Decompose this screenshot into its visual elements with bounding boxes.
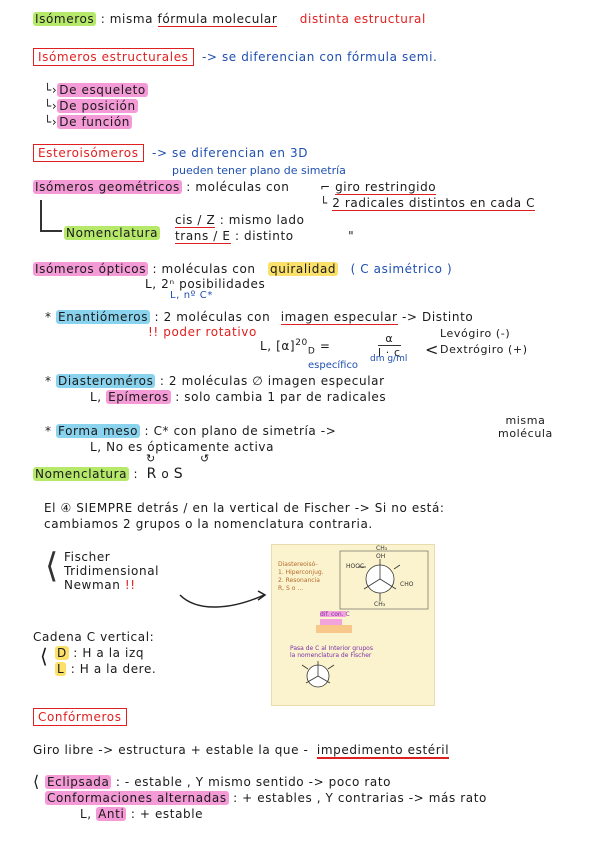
geometricos-b2: └ 2 radicales distintos en cada C [320,196,536,211]
opticos-line: Isómeros ópticos : moléculas con quirali… [33,262,453,276]
estructurales-title: Isómeros estructurales [33,48,194,66]
anti-line: L, Anti : + estable [80,807,204,821]
especifico-label: específico [308,360,359,371]
bracket-connector [40,200,62,232]
opticos-sub2: L, nº C* [170,290,213,301]
isomeros-term: Isómeros [33,12,97,26]
geometricos-term: Isómeros geométricos [33,180,182,194]
cadena-title: Cadena C vertical: [33,630,155,644]
nomenclatura2-line: Nomenclatura : R o S [33,466,184,482]
estructurales-desc: -> se diferencian con fórmula semi. [201,50,438,64]
estereo-desc: -> se diferencian en 3D [152,146,309,160]
newman-fischer-figure: CH₃ OH HOOC CHO CH₃ Diastereoisó- 1. Hip… [271,544,435,706]
projections-list: Fischer Tridimensional Newman !! [64,550,160,592]
alternadas-line: Conformaciones alternadas : + estables ,… [45,791,487,805]
meso-sub: L, No es ópticamente activa [90,440,275,454]
meso-term: Forma meso [56,424,141,438]
diastereomeros-term: Diasteroméros [56,374,156,388]
formula-fraction: α l · c [378,332,401,359]
list-item: └›De posición [44,99,138,113]
curved-arrow-icon [179,590,267,608]
poder-rotativo: !! poder rotativo [148,325,257,339]
isomeros-def2: fórmula molecular [157,12,278,27]
unit-label: dm g/ml [370,354,408,364]
conformeros-line: Giro libre -> estructura + estable la qu… [33,743,450,759]
cadena-d-line: D : H a la izq [55,646,145,660]
nomenclatura1-term: Nomenclatura [64,226,161,240]
s-arrow-icon: ↺ [200,452,210,465]
rotation-list: Levógiro (-) Dextrógiro (+) [440,327,528,356]
geometricos-def: : moléculas con [186,180,290,194]
diastereomeros-line: * Diasteroméros : 2 moléculas ∅ imagen e… [45,374,385,388]
meso-line: * Forma meso : C* con plano de simetría … [45,424,337,438]
list-item: └›De esqueleto [44,83,148,97]
impedimento-term: impedimento estéril [316,743,450,759]
conformeros-header: Confórmeros [33,708,127,726]
formula: L, [α]20D = [260,338,331,357]
conformeros-brace-icon: ⟨ [33,772,40,791]
fischer-line1: El ④ SIEMPRE detrás / en la vertical de … [44,501,445,515]
less-than-sign: < [425,340,440,359]
r-arrow-icon: ↻ [146,452,156,465]
epimeros-term: Epímeros [106,390,171,404]
cis-line: cis / Z : mismo lado [175,213,305,228]
epimeros-line: L, Epímeros : solo cambia 1 par de radic… [90,390,387,404]
isomeros-def3: distinta estructural [299,12,426,26]
fischer-line2: cambiamos 2 grupos o la nomenclatura con… [44,517,373,531]
opticos-term: Isómeros ópticos [33,262,149,276]
trans-line: trans / E : distinto " [175,229,355,244]
geometricos-note: pueden tener plano de simetría [172,164,346,177]
eclipsada-line: Eclipsada : - estable , Y mismo sentido … [45,775,392,789]
estructurales-list: └›De esqueleto └›De posición └›De funció… [44,82,148,130]
enantiomeros-term: Enantiómeros [56,310,151,324]
geometricos-line: Isómeros geométricos : moléculas con [33,180,289,194]
isomeros-def1: : misma [100,12,154,26]
cadena-brace-icon: ⟨ [40,644,49,668]
figure-drawing [301,550,429,688]
list-item: └›De función [44,115,132,129]
estructurales-header: Isómeros estructurales -> se diferencian… [33,48,438,66]
cadena-l-line: L : H a la dere. [55,662,157,676]
conformeros-title: Confórmeros [33,708,127,726]
isomeros-line: Isómeros : misma fórmula molecular disti… [33,12,426,27]
estereo-header: Esteroisómeros -> se diferencian en 3D [33,144,309,162]
estereo-title: Esteroisómeros [33,144,144,162]
enantiomeros-line: * Enantiómeros : 2 moléculas con imagen … [45,310,474,325]
brace-icon: ⟨ [45,546,59,586]
opticos-sub1: L, 2ⁿ posibilidades [145,277,266,291]
geometricos-b1: ⌐ giro restringido [320,180,437,195]
